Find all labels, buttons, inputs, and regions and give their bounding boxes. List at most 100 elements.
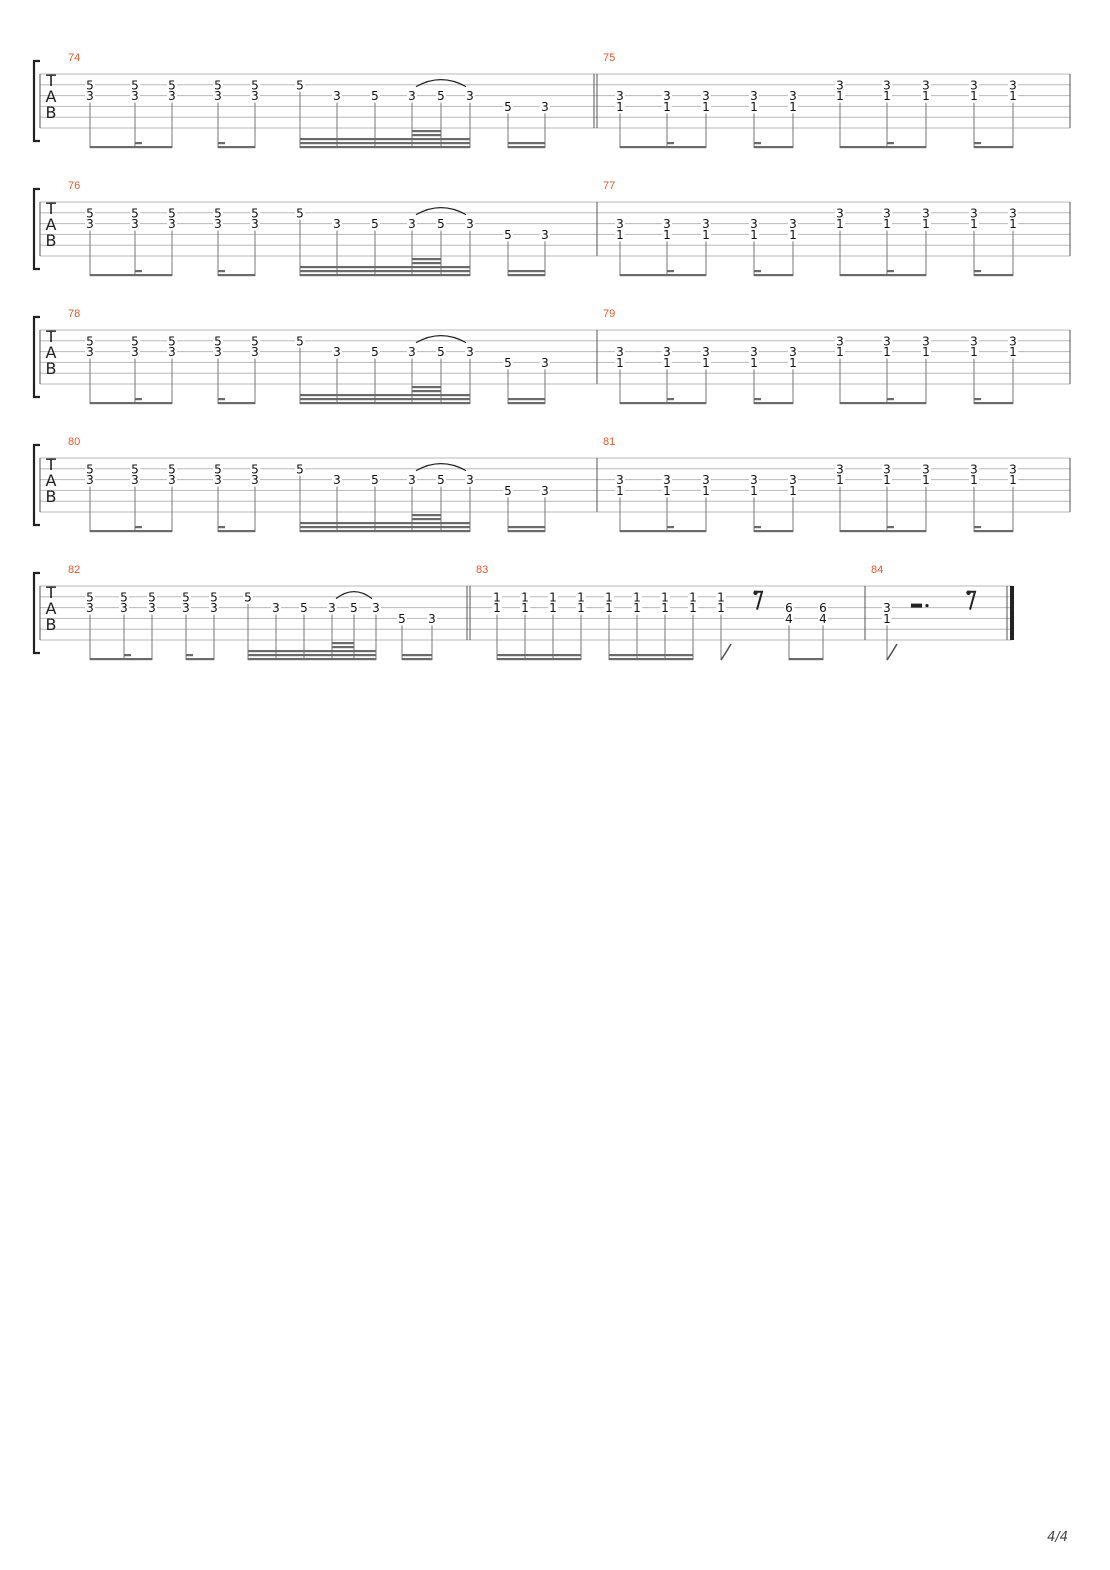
fret-number: 1 — [702, 100, 710, 114]
beam — [300, 138, 470, 141]
fret-bg — [250, 462, 260, 474]
partial-beam — [887, 142, 894, 145]
fret-number: 3 — [616, 89, 624, 103]
fret-bg — [969, 345, 979, 357]
fret-bg — [213, 334, 223, 346]
beam — [974, 146, 1013, 149]
fret-number: 1 — [836, 345, 844, 359]
fret-number: 3 — [789, 473, 797, 487]
partial-beam — [412, 258, 441, 261]
partial-beam — [412, 386, 441, 389]
fret-number: 5 — [371, 345, 379, 359]
fret-bg — [749, 345, 759, 357]
fret-bg — [250, 89, 260, 101]
fret-bg — [119, 601, 129, 613]
fret-bg — [662, 356, 672, 368]
partial-beam — [887, 526, 894, 529]
fret-number: 1 — [789, 100, 797, 114]
system-bracket — [32, 443, 40, 527]
fret-bg — [250, 473, 260, 485]
fret-number: 5 — [437, 345, 445, 359]
fret-bg — [615, 228, 625, 240]
fret-number: 3 — [251, 217, 259, 231]
fret-bg — [465, 89, 475, 101]
fret-number: 5 — [131, 334, 139, 348]
beam — [754, 146, 793, 149]
fret-bg — [882, 612, 892, 624]
beam — [508, 526, 545, 529]
fret-bg — [882, 78, 892, 90]
fret-number: 3 — [408, 345, 416, 359]
fret-number: 3 — [836, 334, 844, 348]
fret-bg — [503, 484, 513, 496]
fret-number: 3 — [251, 473, 259, 487]
fret-number: 5 — [148, 590, 156, 604]
beam — [754, 402, 793, 405]
beam — [402, 654, 432, 657]
partial-beam — [754, 398, 761, 401]
measure-number: 76 — [68, 180, 80, 192]
fret-bg — [465, 473, 475, 485]
fret-number: 1 — [970, 473, 978, 487]
fret-bg — [882, 473, 892, 485]
partial-beam — [754, 526, 761, 529]
fret-number: 5 — [182, 590, 190, 604]
fret-number: 1 — [702, 356, 710, 370]
partial-beam — [135, 142, 142, 145]
measure-number: 83 — [476, 564, 488, 576]
partial-beam — [887, 398, 894, 401]
fret-number: 3 — [922, 462, 930, 476]
fret-number: 6 — [785, 601, 793, 615]
fret-bg — [167, 462, 177, 474]
tie-arc — [415, 463, 467, 472]
fret-number: 5 — [296, 462, 304, 476]
fret-bg — [818, 612, 828, 624]
fret-number: 3 — [922, 334, 930, 348]
fret-number: 5 — [296, 334, 304, 348]
fret-number: 3 — [1009, 78, 1017, 92]
fret-bg — [788, 89, 798, 101]
fret-bg — [1008, 334, 1018, 346]
fret-bg — [370, 217, 380, 229]
beam — [620, 530, 706, 533]
fret-bg — [397, 612, 407, 624]
fret-number: 1 — [789, 228, 797, 242]
beam — [300, 142, 470, 145]
fret-bg — [604, 601, 614, 613]
fret-number: 3 — [970, 334, 978, 348]
fret-number: 3 — [408, 473, 416, 487]
beam — [508, 146, 545, 149]
fret-number: 3 — [541, 356, 549, 370]
beam — [497, 658, 581, 661]
fret-number: 1 — [883, 89, 891, 103]
fret-number: 3 — [408, 89, 416, 103]
partial-beam — [135, 398, 142, 401]
fret-number: 1 — [661, 590, 669, 604]
fret-number: 3 — [883, 206, 891, 220]
fret-number: 1 — [789, 356, 797, 370]
fret-bg — [327, 601, 337, 613]
fret-bg — [332, 345, 342, 357]
fret-bg — [784, 601, 794, 613]
fret-number: 1 — [922, 473, 930, 487]
fret-bg — [167, 78, 177, 90]
beam — [620, 146, 706, 149]
tab-clef-t: T — [45, 199, 56, 218]
tab-clef-b: B — [46, 231, 57, 250]
system-bracket — [32, 571, 40, 655]
fret-number: 3 — [883, 601, 891, 615]
fret-number: 3 — [750, 345, 758, 359]
fret-number: 3 — [836, 78, 844, 92]
fret-number: 1 — [616, 228, 624, 242]
fret-bg — [1008, 89, 1018, 101]
fret-number: 3 — [168, 345, 176, 359]
fret-bg — [436, 345, 446, 357]
fret-bg — [370, 473, 380, 485]
fret-bg — [835, 89, 845, 101]
fret-number: 5 — [86, 206, 94, 220]
fret-number: 5 — [251, 78, 259, 92]
fret-bg — [662, 473, 672, 485]
fret-bg — [85, 206, 95, 218]
tie-arc — [415, 335, 467, 344]
fret-bg — [882, 217, 892, 229]
